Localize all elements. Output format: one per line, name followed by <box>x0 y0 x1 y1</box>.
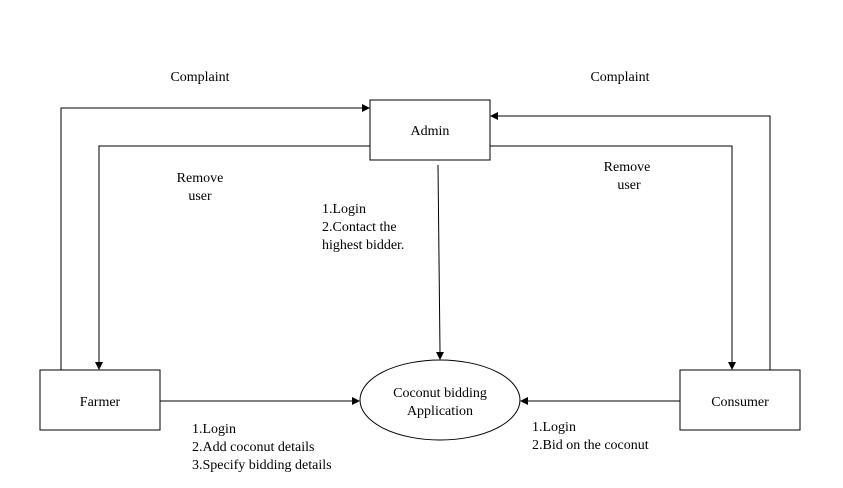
arrowhead-remove-consumer <box>728 362 736 370</box>
admin-to-app-label-line-1: 1.Login <box>322 202 366 217</box>
admin-node <box>369 99 491 161</box>
arrowhead-admin-to-app <box>436 352 444 360</box>
arrowhead-consumer-to-app <box>520 397 528 405</box>
admin-to-app-label-line-2: 2.Contact the <box>322 220 397 235</box>
farmer-to-app-label-line-2: 2.Add coconut details <box>192 440 314 455</box>
admin-label: Admin <box>411 124 450 139</box>
arrowhead-consumer-complaint <box>490 112 498 120</box>
consumer-complaint-label: Complaint <box>590 70 649 85</box>
farmer-label: Farmer <box>80 395 121 410</box>
app-node <box>359 359 521 441</box>
arrowhead-remove-farmer <box>95 362 103 370</box>
remove-farmer-label-line-2: user <box>188 189 212 204</box>
farmer-to-app-label-line-1: 1.Login <box>192 422 236 437</box>
consumer-to-app-label-line-1: 1.Login <box>532 420 576 435</box>
edge-consumer-complaint <box>498 115 771 370</box>
remove-consumer-label-line-1: Remove <box>604 160 651 175</box>
edge-farmer-complaint <box>60 107 362 370</box>
arrowhead-farmer-complaint <box>362 104 370 112</box>
consumer-label: Consumer <box>711 395 769 410</box>
consumer-node <box>679 369 801 431</box>
farmer-complaint-label: Complaint <box>170 70 229 85</box>
farmer-node <box>39 369 161 431</box>
edge-admin-to-app <box>437 164 441 353</box>
remove-consumer-label-line-2: user <box>617 178 641 193</box>
edge-remove-farmer <box>98 145 370 362</box>
consumer-to-app-label-line-2: 2.Bid on the coconut <box>532 438 649 453</box>
admin-to-app-label-line-3: highest bidder. <box>322 238 404 253</box>
app-label-line-2: Application <box>407 404 473 419</box>
edge-remove-consumer <box>490 145 733 362</box>
arrowhead-farmer-to-app <box>352 397 360 405</box>
remove-farmer-label-line-1: Remove <box>177 171 224 186</box>
app-label-line-1: Coconut bidding <box>393 386 487 401</box>
farmer-to-app-label-line-3: 3.Specify bidding details <box>192 458 332 473</box>
